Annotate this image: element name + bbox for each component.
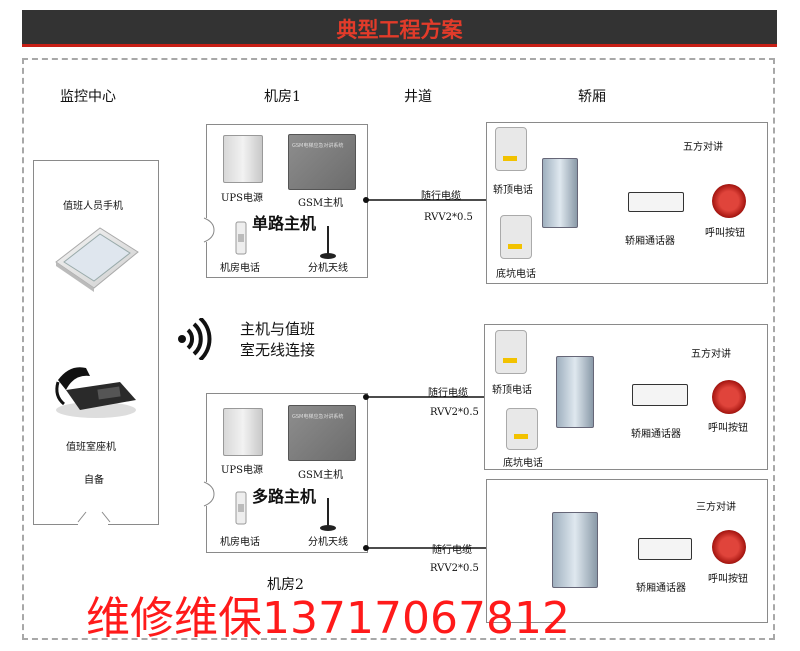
cable2-name: 随行电缆 — [428, 388, 468, 399]
car1-top-phone-label: 轿顶电话 — [493, 185, 533, 196]
room2-door-gap — [202, 482, 210, 506]
watermark-phone: 维修维保13717067812 — [86, 593, 570, 644]
room2-gsm-device — [288, 405, 356, 461]
room1-door-gap — [202, 218, 210, 242]
room2-ups-label: UPS电源 — [221, 465, 264, 476]
room2-antenna-icon — [320, 498, 336, 531]
room1-ups-label: UPS电源 — [221, 193, 264, 204]
cable-node-2a — [363, 394, 369, 400]
cable3-spec: RVV2*0.5 — [430, 563, 479, 574]
car1-elevator-car — [542, 158, 578, 228]
monitor-center-box — [33, 160, 159, 525]
cable3-name: 随行电缆 — [432, 545, 472, 556]
room1-phone-label: 机房电话 — [220, 263, 260, 274]
wireless-label-1: 主机与值班 — [240, 320, 316, 338]
cable1-spec: RVV2*0.5 — [424, 212, 473, 223]
car1-mode-label: 五方对讲 — [683, 142, 723, 153]
car1-pit-phone-label: 底坑电话 — [496, 269, 536, 280]
room1-door-icon — [203, 217, 215, 243]
car3-intercom-device — [638, 538, 692, 560]
car1-pit-phone-device — [500, 215, 532, 259]
cable2-spec: RVV2*0.5 — [430, 407, 479, 418]
cable-node-3a — [363, 545, 369, 551]
cable1-name: 随行电缆 — [421, 191, 461, 202]
car3-intercom-label: 轿厢通话器 — [636, 583, 686, 594]
car1-top-phone-led — [503, 156, 517, 161]
monitor-door-gap — [78, 514, 108, 526]
car2-top-phone-led — [503, 358, 517, 363]
car2-pit-phone-label: 底坑电话 — [503, 458, 543, 469]
car2-intercom-device — [632, 384, 688, 406]
section-machine-room-1: 机房1 — [264, 89, 301, 105]
section-car: 轿厢 — [578, 89, 606, 105]
desk-phone-icon — [55, 367, 136, 418]
room2-phone-icon — [235, 491, 247, 525]
car3-call-button-label: 呼叫按钮 — [708, 574, 748, 585]
room2-antenna-label: 分机天线 — [308, 537, 348, 548]
car2-pit-phone-led — [514, 434, 528, 439]
section-machine-room-2: 机房2 — [267, 577, 304, 593]
room1-host-title: 单路主机 — [252, 214, 317, 233]
car1-intercom-device — [628, 192, 684, 212]
car2-elevator-car — [556, 356, 594, 428]
monitor-door-icon — [77, 511, 111, 523]
cable-node-1a — [363, 197, 369, 203]
room1-phone-icon — [235, 221, 247, 255]
car2-call-button-icon[interactable] — [712, 380, 746, 414]
car1-intercom-label: 轿厢通话器 — [625, 236, 675, 247]
car2-intercom-label: 轿厢通话器 — [631, 429, 681, 440]
page-title: 典型工程方案 — [336, 18, 463, 42]
room1-gsm-label: GSM主机 — [298, 198, 344, 209]
car3-call-button-icon[interactable] — [712, 530, 746, 564]
duty-phone-label: 值班人员手机 — [63, 201, 123, 212]
room1-antenna-icon — [320, 226, 336, 259]
car2-top-phone-label: 轿顶电话 — [492, 385, 532, 396]
section-shaft: 井道 — [404, 89, 432, 105]
outer-dashed-frame — [22, 58, 775, 640]
room2-gsm-label: GSM主机 — [298, 470, 344, 481]
title-accent-line — [22, 44, 777, 47]
section-monitor-center: 监控中心 — [60, 89, 116, 105]
room2-door-icon — [203, 481, 215, 507]
car3-mode-label: 三方对讲 — [696, 502, 736, 513]
room1-ups-device — [223, 135, 263, 183]
room1-gsm-device — [288, 134, 356, 190]
room1-gsm-panel-text: GSM电梯应急对讲系统 — [292, 143, 344, 149]
car1-call-button-icon[interactable] — [712, 184, 746, 218]
wireless-signal-icon — [178, 318, 212, 360]
title-bar — [22, 10, 777, 44]
desk-phone-label: 值班室座机 — [66, 442, 116, 453]
wireless-label-2: 室无线连接 — [240, 341, 316, 359]
car1-top-phone-device — [495, 127, 527, 171]
self-provided-label: 自备 — [84, 475, 104, 486]
room1-antenna-label: 分机天线 — [308, 263, 348, 274]
car3-elevator-car — [552, 512, 598, 588]
room2-ups-device — [223, 408, 263, 456]
car2-mode-label: 五方对讲 — [691, 349, 731, 360]
car1-call-button-label: 呼叫按钮 — [705, 228, 745, 239]
room2-phone-label: 机房电话 — [220, 537, 260, 548]
car2-call-button-label: 呼叫按钮 — [708, 423, 748, 434]
car2-pit-phone-device — [506, 408, 538, 450]
smartphone-icon — [55, 227, 139, 292]
room2-gsm-panel-text: GSM电梯应急对讲系统 — [292, 414, 344, 420]
car1-pit-phone-led — [508, 244, 522, 249]
room2-host-title: 多路主机 — [252, 487, 317, 506]
car2-top-phone-device — [495, 330, 527, 374]
